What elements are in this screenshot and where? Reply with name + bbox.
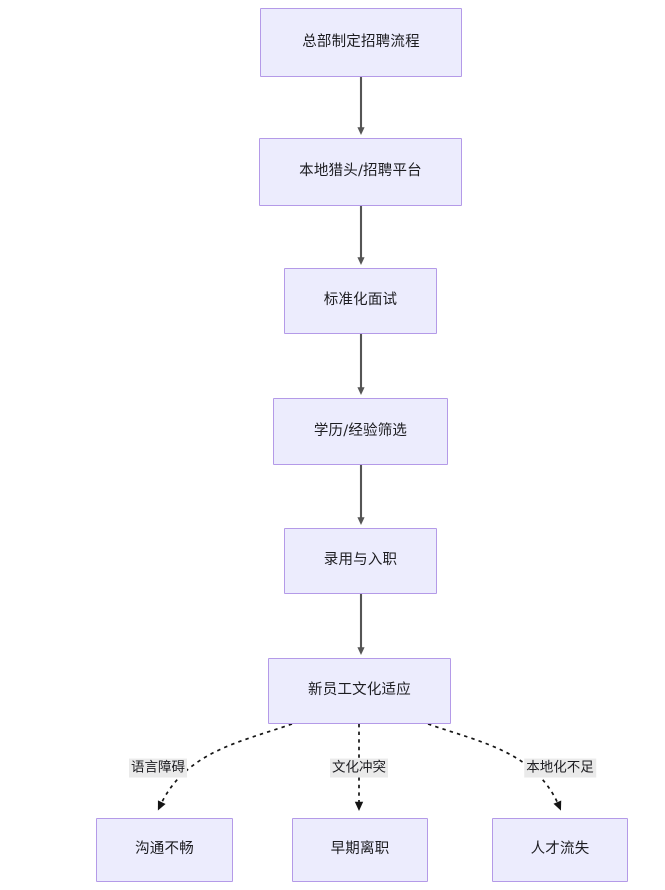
- node-hiring-and-onboarding[interactable]: 录用与入职: [284, 528, 437, 594]
- node-poor-communication[interactable]: 沟通不畅: [96, 818, 233, 882]
- node-label: 新员工文化适应: [308, 682, 411, 699]
- node-local-headhunter-platform[interactable]: 本地猎头/招聘平台: [259, 138, 462, 206]
- node-label: 本地猎头/招聘平台: [299, 163, 422, 180]
- node-early-resignation[interactable]: 早期离职: [292, 818, 428, 882]
- node-label: 录用与入职: [323, 552, 398, 569]
- node-label: 标准化面试: [323, 292, 398, 309]
- node-new-employee-cultural-adaptation[interactable]: 新员工文化适应: [268, 658, 451, 724]
- node-headquarters-recruitment-process[interactable]: 总部制定招聘流程: [260, 8, 462, 77]
- node-talent-loss[interactable]: 人才流失: [492, 818, 628, 882]
- edge-label-insufficient-localization: 本地化不足: [524, 758, 596, 778]
- edge-label-cultural-conflict: 文化冲突: [330, 758, 388, 778]
- node-label: 人才流失: [530, 841, 590, 858]
- node-label: 总部制定招聘流程: [302, 33, 420, 50]
- node-education-experience-screening[interactable]: 学历/经验筛选: [273, 398, 448, 465]
- node-label: 早期离职: [330, 841, 390, 858]
- node-label: 学历/经验筛选: [313, 422, 408, 439]
- edge-label-language-barrier: 语言障碍: [129, 758, 187, 778]
- node-standardized-interview[interactable]: 标准化面试: [284, 268, 437, 334]
- node-label: 沟通不畅: [135, 841, 194, 858]
